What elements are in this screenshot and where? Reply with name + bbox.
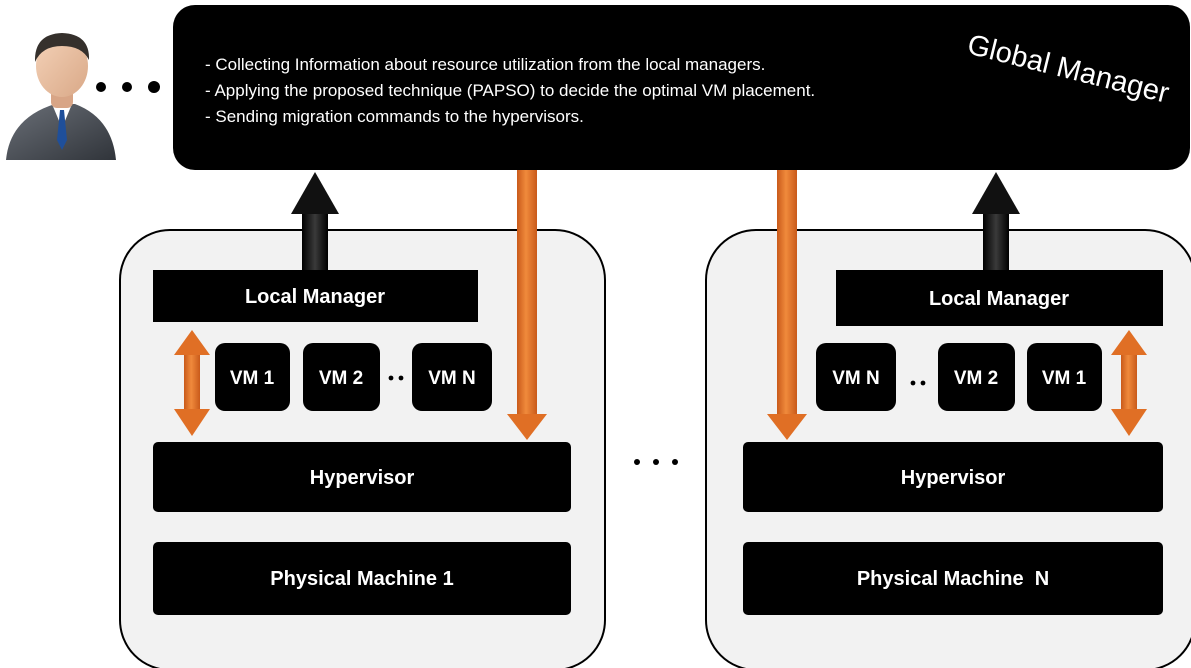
physical-machine-block-n: Physical Machine N [743,542,1163,615]
local-manager-block-1: Local Manager [153,270,478,322]
vm-label-mn-2: VM 2 [954,368,998,389]
global-manager-task-2: - Applying the proposed technique (PAPSO… [205,81,815,100]
global-manager-task-1: - Collecting Information about resource … [205,55,765,74]
hypervisor-block-n: Hypervisor [743,442,1163,512]
vm-block-m1-n: VM N [412,343,492,411]
ellipsis-vms-mn [910,380,926,386]
ellipsis-user-to-global-manager [96,81,160,93]
status-arrow-machine-1 [291,172,339,270]
migration-arrow-machine-n [767,170,807,440]
physical-machine-label-n: Physical Machine N [857,568,1049,590]
hypervisor-block-1: Hypervisor [153,442,571,512]
ellipsis-vms-m1 [388,375,404,381]
local-manager-label-n: Local Manager [929,288,1069,310]
vm-block-m1-1: VM 1 [215,343,290,411]
vm-label-mn-1: VM 1 [1042,368,1087,389]
administrator-user-icon [6,33,116,160]
vm-label-mn-n: VM N [832,368,880,389]
status-arrow-machine-n [972,172,1020,270]
global-manager-box: - Collecting Information about resource … [173,5,1190,170]
vm-block-mn-2: VM 2 [938,343,1015,411]
physical-machine-n-container: Local Manager VM N VM 2 VM 1 Hypervisor … [705,229,1191,668]
vm-block-mn-n: VM N [816,343,896,411]
vm-block-m1-2: VM 2 [303,343,380,411]
migration-arrow-machine-1 [507,170,547,440]
bidirectional-arrow-machine-1 [174,330,210,436]
global-manager-task-3: - Sending migration commands to the hype… [205,107,584,126]
hypervisor-label-n: Hypervisor [901,467,1006,489]
ellipsis-between-machines [634,459,678,465]
local-manager-block-n: Local Manager [836,270,1163,326]
vm-label-m1-n: VM N [428,368,476,389]
vm-label-m1-1: VM 1 [230,368,275,389]
physical-machine-1-container: Local Manager VM 1 VM 2 VM N Hypervisor … [119,229,606,668]
physical-machine-label-1: Physical Machine 1 [270,568,453,590]
bidirectional-arrow-machine-n [1111,330,1147,436]
physical-machine-block-1: Physical Machine 1 [153,542,571,615]
local-manager-label-1: Local Manager [245,286,385,308]
hypervisor-label-1: Hypervisor [310,467,415,489]
vm-block-mn-1: VM 1 [1027,343,1102,411]
vm-label-m1-2: VM 2 [319,368,363,389]
